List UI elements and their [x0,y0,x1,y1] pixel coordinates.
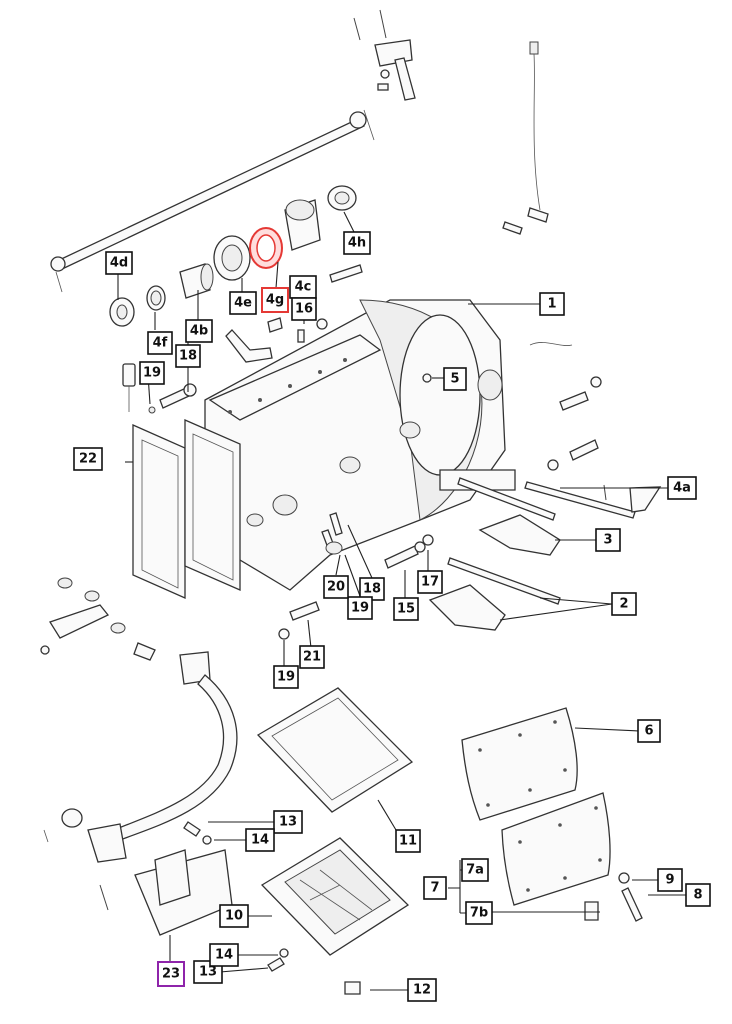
svg-text:11: 11 [399,834,417,849]
svg-text:20: 20 [327,580,345,595]
rear-gasket [132,419,241,599]
label-18-center: 18 [359,577,385,601]
svg-text:9: 9 [665,873,674,888]
label-12: 12 [407,978,437,1002]
svg-text:13: 13 [199,965,217,980]
label-3: 3 [595,528,621,552]
label-21: 21 [299,645,325,669]
top-lever-bracket [353,9,416,101]
center-small-parts [278,512,434,640]
label-22: 22 [73,447,103,471]
label-4d: 4d [105,251,133,275]
label-4f: 4f [147,331,173,355]
label-23: 23 [157,961,185,987]
svg-text:4b: 4b [190,324,208,339]
sensor-cable [502,41,549,235]
svg-text:3: 3 [603,533,612,548]
label-1: 1 [539,292,565,316]
svg-text:19: 19 [277,670,295,685]
label-14-lower: 14 [209,943,239,967]
label-9: 9 [657,868,683,892]
left-small-bolts [122,363,197,414]
svg-text:4d: 4d [110,256,128,271]
svg-text:7: 7 [430,881,439,896]
svg-text:12: 12 [413,983,431,998]
svg-text:10: 10 [225,909,243,924]
svg-text:14: 14 [251,833,269,848]
label-13-upper: 13 [273,810,303,834]
label-19-left: 19 [139,361,165,385]
svg-text:21: 21 [303,650,321,665]
svg-text:19: 19 [351,601,369,616]
left-valve-assembly [40,577,156,661]
label-4e: 4e [229,291,257,315]
svg-text:6: 6 [644,724,653,739]
cover-gasket [256,687,414,813]
label-4h: 4h [343,231,371,255]
svg-text:15: 15 [397,602,415,617]
label-17: 17 [417,570,443,594]
lower-small-bolts [183,821,361,995]
shift-shafts-forks [428,477,662,631]
label-14-upper: 14 [245,828,275,852]
right-side-bolts [422,342,602,471]
svg-text:23: 23 [162,967,180,982]
label-15: 15 [393,597,419,621]
label-19-lower: 19 [273,665,299,689]
label-6: 6 [637,719,661,743]
svg-text:7b: 7b [470,906,488,921]
label-4b: 4b [185,319,213,343]
label-7a: 7a [461,858,489,882]
svg-text:4c: 4c [295,280,312,295]
svg-text:4f: 4f [153,336,168,351]
svg-text:8: 8 [693,888,702,903]
bracket-plate [134,849,233,936]
svg-text:14: 14 [215,948,233,963]
svg-text:4h: 4h [348,236,366,251]
label-4a: 4a [667,476,697,500]
svg-text:7a: 7a [466,863,484,878]
svg-text:2: 2 [619,597,628,612]
inner-shift-lever [225,317,328,363]
svg-text:4a: 4a [673,481,691,496]
label-10: 10 [219,904,249,928]
label-7: 7 [423,876,447,900]
label-16: 16 [291,297,317,321]
svg-text:18: 18 [179,349,197,364]
label-5: 5 [443,367,467,391]
svg-text:22: 22 [79,452,97,467]
svg-text:13: 13 [279,815,297,830]
label-18-left: 18 [175,344,201,368]
svg-text:18: 18 [363,582,381,597]
svg-text:4g: 4g [266,293,284,308]
right-cover-plates [461,707,643,922]
bearing-seal-series [109,185,363,327]
top-linkage-rod [50,109,375,293]
label-4c: 4c [289,275,317,299]
label-4g: 4g [261,287,289,313]
label-20: 20 [323,575,349,599]
svg-text:17: 17 [421,575,439,590]
sump-cover [260,837,410,956]
svg-text:1: 1 [547,297,556,312]
label-11: 11 [395,829,421,853]
label-2: 2 [611,592,637,616]
transmission-housing [204,299,516,591]
label-19-center: 19 [347,596,373,620]
svg-text:19: 19 [143,366,161,381]
svg-text:5: 5 [450,372,459,387]
label-8: 8 [685,883,711,907]
svg-text:4e: 4e [234,296,252,311]
svg-text:16: 16 [295,302,313,317]
long-shift-lever [43,651,238,911]
label-7b: 7b [465,901,493,925]
